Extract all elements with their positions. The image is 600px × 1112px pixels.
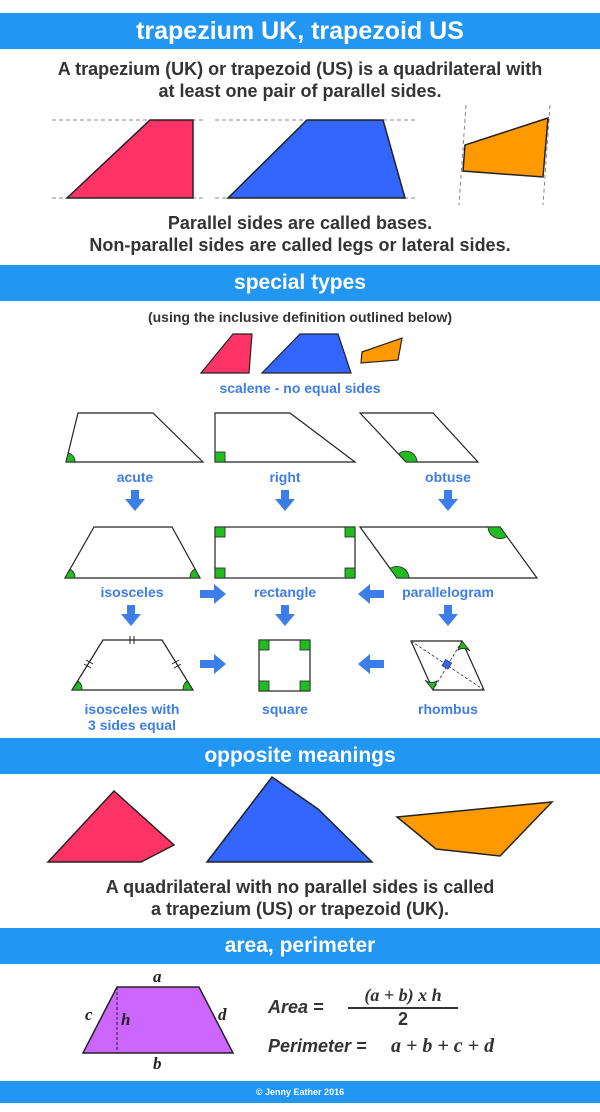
fraction-bar (348, 1007, 458, 1009)
left-arrow (358, 654, 384, 674)
perimeter-expression: a + b + c + d (391, 1035, 495, 1057)
down-arrow (438, 490, 458, 511)
parallelogram-shape (358, 526, 539, 579)
area-numerator: (a + b) x h (364, 985, 442, 1005)
equal-tick-mark (173, 663, 182, 669)
bases-line: Parallel sides are called bases. (167, 213, 433, 233)
dashed-guide-line (458, 104, 467, 206)
isosceles-label: isosceles (100, 584, 164, 600)
orange-trapezium (462, 116, 549, 178)
area-denominator: 2 (397, 1009, 408, 1029)
definition-line-1: A trapezium (UK) or trapezoid (US) is a … (57, 59, 543, 79)
obtuse-trapezium (358, 412, 480, 463)
area-label: Area = (268, 997, 324, 1017)
height-h-label: h (121, 1010, 131, 1029)
equal-tick-mark (83, 663, 92, 669)
pink-trapezium (65, 119, 194, 199)
opposite-line-1: A quadrilateral with no parallel sides i… (105, 877, 495, 897)
square-shape (258, 639, 311, 692)
base-angle-marker (189, 568, 201, 579)
page-title: trapezium UK, trapezoid US (136, 16, 464, 45)
right-label: right (269, 469, 301, 485)
side-d-label: d (218, 1005, 227, 1024)
isosceles-3-line-1: isosceles with (84, 701, 180, 717)
inclusive-note: (using the inclusive definition outlined… (147, 309, 453, 325)
scalene-blue-shape (260, 333, 352, 374)
isosceles-trapezium (63, 526, 202, 579)
opposite-text: A quadrilateral with no parallel sides i… (0, 876, 600, 920)
down-arrow (121, 605, 141, 626)
acute-trapezium (65, 412, 205, 463)
equal-tick-mark (85, 659, 94, 665)
rhombus-label: rhombus (418, 701, 478, 717)
isosceles-3-equal-shape (70, 636, 195, 691)
right-angle-marker (214, 451, 226, 463)
pink-quadrilateral (46, 789, 176, 863)
opposite-meanings-banner: opposite meanings (0, 738, 600, 774)
down-arrow (125, 490, 145, 511)
perimeter-label: Perimeter = (268, 1036, 367, 1056)
rhombus-shape (410, 640, 485, 691)
special-types-banner: special types (0, 265, 600, 301)
right-trapezium (214, 412, 357, 463)
isosceles-3-label: isosceles with 3 sides equal (62, 701, 202, 733)
square-label: square (262, 701, 308, 717)
base-angle-marker (64, 568, 76, 579)
copyright: © Jenny Eather 2016 (255, 1087, 345, 1097)
orange-quadrilateral (395, 801, 554, 857)
definition-line-2: at least one pair of parallel sides. (158, 81, 442, 101)
footer-banner: © Jenny Eather 2016 (0, 1081, 600, 1103)
flow-arrows (121, 490, 458, 674)
bases-legs-text: Parallel sides are called bases. Non-par… (0, 212, 600, 256)
scalene-pink-shape (199, 333, 253, 374)
side-c-label: c (85, 1005, 93, 1024)
down-arrow (275, 490, 295, 511)
isosceles-3-line-2: 3 sides equal (88, 717, 176, 733)
rectangle-label: rectangle (253, 584, 317, 600)
right-arrow (200, 654, 226, 674)
obtuse-label: obtuse (425, 469, 471, 485)
equal-tick-mark (171, 659, 180, 665)
side-b-label: b (153, 1054, 162, 1073)
right-arrow (200, 584, 226, 604)
legs-line: Non-parallel sides are called legs or la… (89, 235, 511, 255)
area-perimeter-title: area, perimeter (224, 934, 376, 957)
obtuse-angle-marker (398, 450, 418, 463)
parallelogram-label: parallelogram (402, 584, 494, 600)
side-a-label: a (153, 967, 162, 986)
definition-text: A trapezium (UK) or trapezoid (US) is a … (0, 58, 600, 102)
opposite-line-2: a trapezium (US) or trapezoid (UK). (150, 899, 450, 919)
purple-trapezium (81, 986, 235, 1054)
left-arrow (358, 584, 384, 604)
area-perimeter-banner: area, perimeter (0, 928, 600, 964)
blue-trapezium (226, 119, 406, 199)
scalene-orange-shape (360, 337, 403, 364)
blue-quadrilateral (205, 775, 374, 863)
title-banner: trapezium UK, trapezoid US (0, 13, 600, 49)
rectangle-shape (214, 526, 356, 579)
down-arrow (438, 605, 458, 626)
scalene-label: scalene - no equal sides (219, 380, 381, 396)
special-types-title: special types (234, 271, 366, 294)
dashed-guide-line (542, 104, 551, 206)
acute-label: acute (116, 469, 154, 485)
opposite-meanings-title: opposite meanings (204, 744, 396, 767)
acute-angle-marker (65, 452, 76, 463)
parallel-sides-examples (52, 104, 551, 206)
down-arrow (275, 605, 295, 626)
